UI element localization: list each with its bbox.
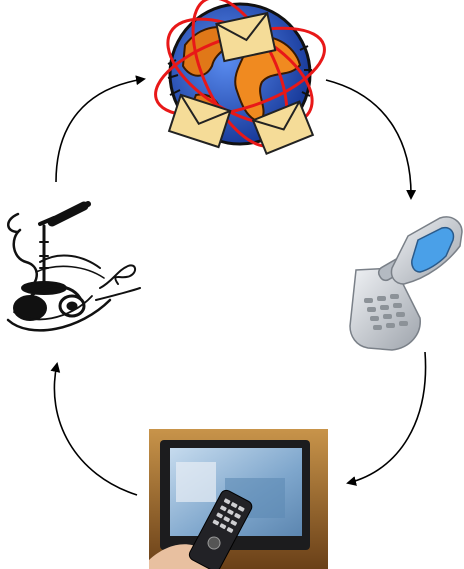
arrow-mobile-to-television <box>348 352 426 483</box>
tv-remote-photo <box>149 429 328 569</box>
microphone-headphones-icon <box>8 204 140 330</box>
arrow-radio-to-email <box>56 79 144 182</box>
arrow-television-to-radio <box>54 364 137 495</box>
flip-phone-icon <box>350 217 462 350</box>
globe-email-icon <box>145 0 335 160</box>
arrow-email-to-mobile <box>326 80 411 198</box>
